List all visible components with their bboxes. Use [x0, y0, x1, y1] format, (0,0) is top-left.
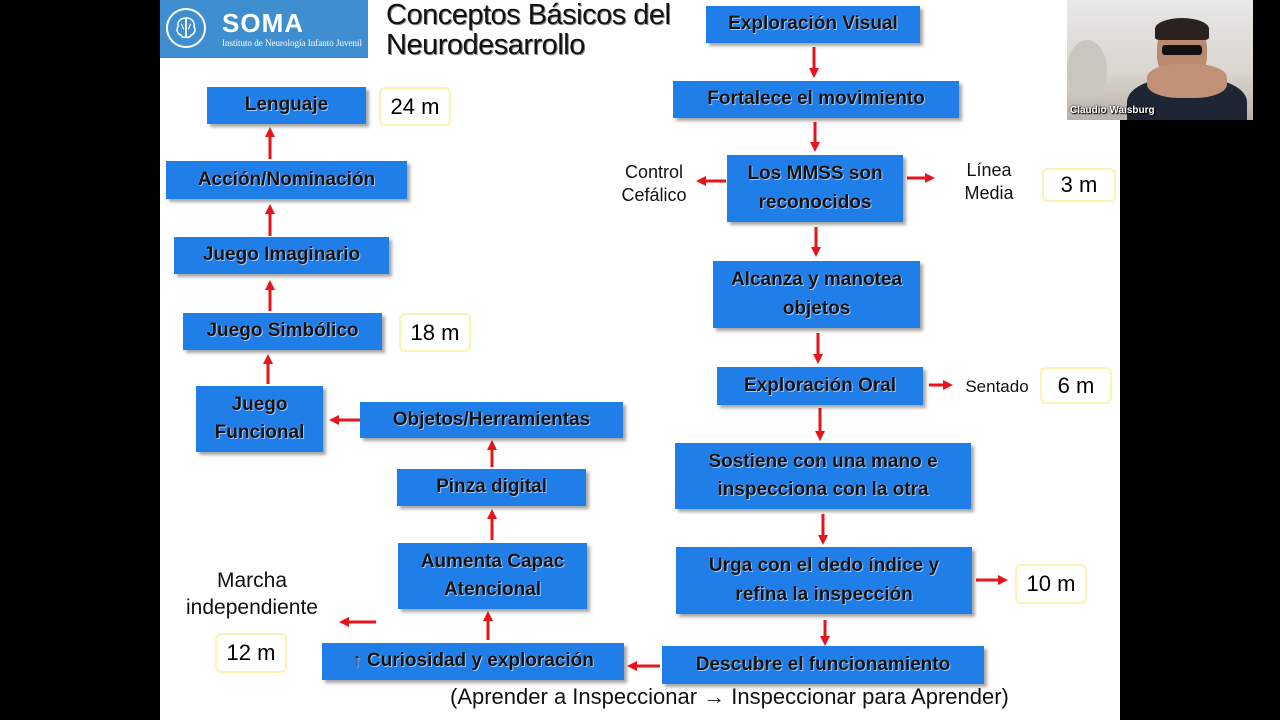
box-mmss-reconocidos: Los MMSS son reconocidos — [727, 155, 903, 222]
label-marcha-independiente: Marcha independiente — [172, 567, 332, 622]
box-label: Descubre el funcionamiento — [695, 653, 951, 675]
label-line2: independiente — [186, 596, 318, 620]
label-line1: Marcha — [216, 569, 288, 592]
box-label: Juego Simbólico — [206, 320, 359, 342]
age-badge-18m: 18 m — [399, 313, 471, 352]
box-juego-imaginario: Juego Imaginario — [174, 237, 389, 274]
participant-hands — [1147, 64, 1227, 98]
box-label: Juego Imaginario — [202, 244, 361, 266]
age-badge-3m: 3 m — [1042, 168, 1116, 202]
box-objetos-herramientas: Objetos/Herramientas — [360, 402, 623, 438]
box-fortalece-movimiento: Fortalece el movimiento — [673, 81, 959, 118]
box-sostiene-inspecciona: Sostiene con una mano e inspecciona con … — [675, 443, 971, 509]
slide-title-line1: Conceptos Básicos del — [386, 0, 671, 31]
age-badge-12m: 12 m — [215, 633, 287, 673]
label-line1: Sentado — [965, 377, 1029, 396]
box-label-line2: inspecciona con la otra — [717, 479, 929, 500]
participant-hair — [1155, 18, 1209, 40]
background-object — [1067, 40, 1107, 100]
box-lenguaje: Lenguaje — [207, 87, 366, 124]
age-badge-10m: 10 m — [1015, 564, 1087, 604]
box-exploracion-visual: Exploración Visual — [706, 6, 920, 43]
box-label-line1: Juego — [231, 393, 288, 415]
presentation-slide: SOMA Instituto de Neurología Infanto Juv… — [160, 0, 1120, 720]
box-label-line2: objetos — [782, 297, 851, 319]
box-urga-dedo-indice: Urga con el dedo índice y refina la insp… — [676, 547, 972, 614]
box-label: Objetos/Herramientas — [392, 408, 591, 430]
box-label: Pinza digital — [436, 476, 547, 498]
box-label: Lenguaje — [244, 94, 329, 116]
label-line2: Cefálico — [621, 185, 687, 206]
label-control-cefalico: Control Cefálico — [610, 161, 698, 208]
box-label: ↑ Curiosidad y exploración — [352, 650, 594, 672]
box-label-line1: Urga con el dedo índice y — [708, 555, 940, 576]
box-alcanza-manotea: Alcanza y manotea objetos — [713, 261, 920, 328]
box-label-line2: refina la inspección — [735, 583, 913, 605]
box-label-line1: Alcanza y manotea — [730, 269, 903, 290]
box-label: Acción/Nominación — [197, 168, 376, 190]
box-juego-funcional: Juego Funcional — [196, 386, 323, 452]
box-label-line2: reconocidos — [758, 191, 872, 213]
box-curiosidad-exploracion: ↑ Curiosidad y exploración — [322, 643, 624, 680]
participant-name: Claudio Waisburg — [1070, 105, 1155, 116]
box-descubre-funcionamiento: Descubre el funcionamiento — [662, 646, 984, 684]
box-juego-simbolico: Juego Simbólico — [183, 313, 382, 350]
box-label-line2: Funcional — [214, 422, 305, 443]
brain-icon — [166, 8, 206, 48]
slide-title: Conceptos Básicos del Neurodesarrollo — [386, 0, 671, 61]
box-exploracion-oral: Exploración Oral — [717, 367, 923, 405]
age-badge-6m: 6 m — [1040, 367, 1112, 404]
label-line1: Línea — [966, 160, 1012, 180]
slide-title-line2: Neurodesarrollo — [386, 29, 585, 62]
logo-name: SOMA — [222, 8, 304, 38]
box-label-line1: Los MMSS son — [747, 163, 883, 184]
participant-video-tile[interactable]: Claudio Waisburg — [1067, 0, 1253, 120]
participant-glasses — [1162, 45, 1202, 55]
soma-logo: SOMA Instituto de Neurología Infanto Juv… — [160, 0, 368, 58]
label-sentado: Sentado — [957, 376, 1037, 398]
age-badge-24m: 24 m — [379, 87, 451, 126]
box-pinza-digital: Pinza digital — [397, 469, 586, 506]
box-label-line1: Aumenta Capac — [420, 550, 565, 572]
box-label-line2: Atencional — [443, 579, 542, 600]
logo-subtitle: Instituto de Neurología Infanto Juvenil — [222, 38, 362, 48]
box-accion-nominacion: Acción/Nominación — [166, 161, 407, 199]
label-line2: Media — [964, 183, 1014, 204]
box-aumenta-capac-atencional: Aumenta Capac Atencional — [398, 543, 587, 609]
box-label: Exploración Visual — [728, 13, 898, 35]
box-label: Exploración Oral — [743, 374, 897, 396]
box-label-line1: Sostiene con una mano e — [708, 450, 938, 472]
footer-caption: (Aprender a Inspeccionar → Inspeccionar … — [450, 684, 1009, 709]
box-label: Fortalece el movimiento — [707, 88, 925, 110]
label-linea-media: Línea Media — [949, 159, 1029, 206]
flow-arrows — [263, 47, 1008, 671]
label-line1: Control — [624, 162, 684, 182]
